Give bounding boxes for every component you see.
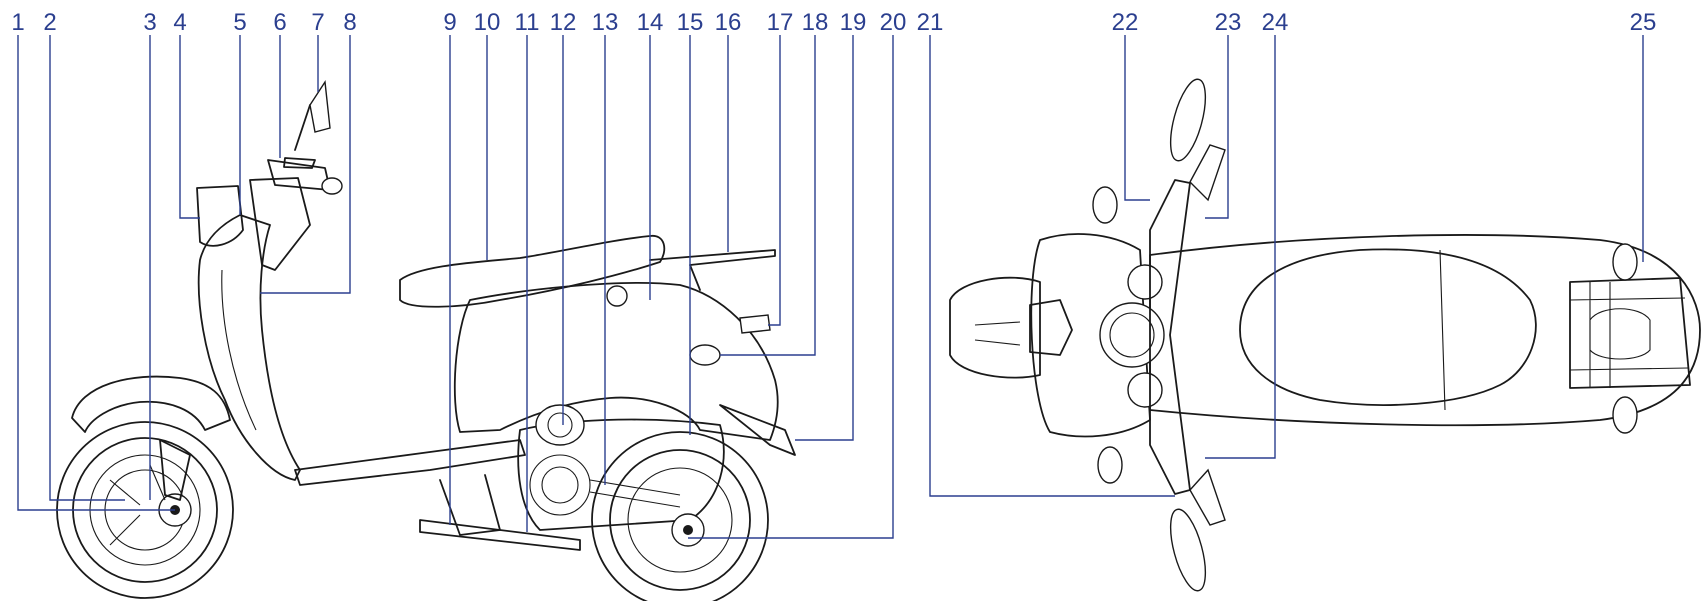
steering-column [249,177,311,271]
rear-indicator [689,344,721,366]
air-filter [535,404,585,446]
front-fender [71,375,231,433]
top-handlebar [1149,179,1191,495]
callout-10: 10 [474,9,501,36]
headlight [196,185,244,247]
callout-13: 13 [592,9,619,36]
callout-25: 25 [1630,9,1657,36]
callout-17: 17 [767,9,794,36]
callout-6: 6 [273,9,286,36]
rear-rack [649,249,776,291]
top-grip-left [1189,468,1226,526]
callout-22: 22 [1112,9,1139,36]
callout-4: 4 [173,9,186,36]
callout-7: 7 [311,9,324,36]
top-leg-shield [1030,233,1151,438]
callout-numbers: 1 2 3 4 5 6 7 8 9 10 11 12 13 14 15 16 1… [11,9,1656,36]
leader-lines [17,35,1644,539]
top-front-fender [949,276,1041,379]
rear-wheel [591,431,769,601]
callout-23: 23 [1215,9,1242,36]
floorboard [294,439,526,486]
callout-18: 18 [802,9,829,36]
callout-8: 8 [343,9,356,36]
callout-24: 24 [1262,9,1289,36]
front-fork [159,439,191,501]
top-mirror-left [1169,508,1207,592]
speedometer [1099,302,1165,368]
top-body [1149,234,1701,427]
brake-lever [283,157,316,169]
top-grip-right [1189,144,1226,202]
callout-2: 2 [43,9,56,36]
mirror [309,79,331,133]
leg-shield [197,214,301,481]
callout-1: 1 [11,9,24,36]
rear-body [453,282,779,441]
callout-15: 15 [677,9,704,36]
callout-16: 16 [715,9,742,36]
scooter-top-view [949,78,1701,592]
scooter-side-view [56,79,796,601]
rear-fender [719,404,796,456]
exhaust [419,519,581,551]
mirror-stalk [294,104,311,151]
callout-9: 9 [443,9,456,36]
callout-14: 14 [637,9,664,36]
callout-20: 20 [880,9,907,36]
callout-19: 19 [840,9,867,36]
top-mirror-right [1169,78,1207,162]
callout-5: 5 [233,9,246,36]
tail-light [739,314,771,334]
callout-3: 3 [143,9,156,36]
top-rear-rack [1569,277,1691,389]
top-seat [1239,248,1537,406]
callout-11: 11 [515,9,540,36]
seat [399,235,666,308]
callout-12: 12 [550,9,577,36]
callout-21: 21 [917,9,944,36]
